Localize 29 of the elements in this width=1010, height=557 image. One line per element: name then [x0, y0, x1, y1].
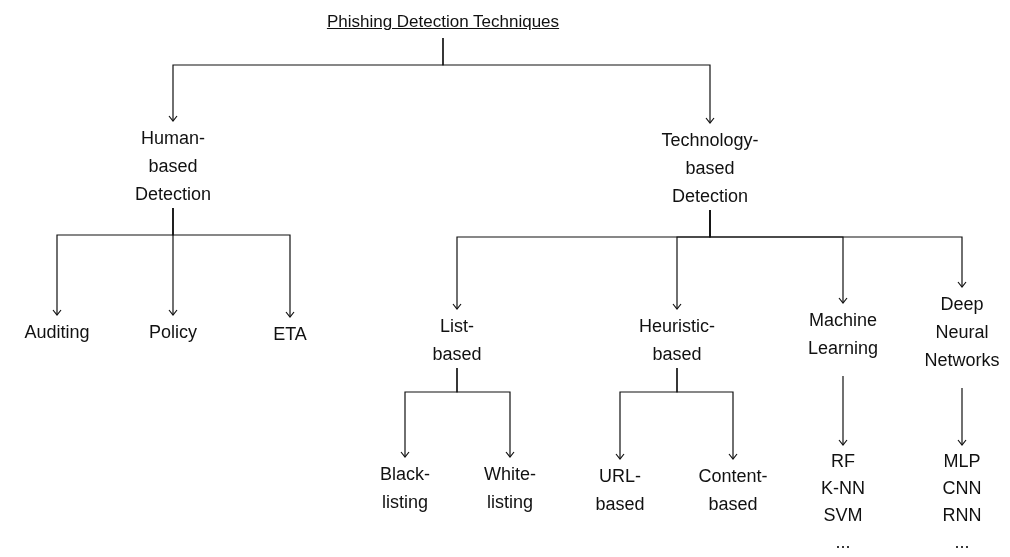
node-label: List-based [431, 315, 483, 366]
arrow [456, 367, 515, 458]
node-label: Policy [148, 321, 198, 344]
arrow [838, 375, 848, 446]
node-label: Machine Learning [806, 309, 880, 360]
node-label: MLP [942, 450, 982, 473]
node-label: Phishing Detection Techniques [325, 11, 561, 33]
node-label: Auditing [23, 321, 91, 344]
node-label: CNN [941, 477, 983, 500]
node-label: URL-based [594, 465, 646, 516]
node-label: Heuristic-based [638, 315, 716, 366]
arrow [676, 367, 738, 460]
arrow [709, 209, 967, 288]
node-label: Technology-based Detection [660, 129, 760, 208]
node-label: Human-based Detection [133, 127, 212, 206]
node-label: White-listing [483, 463, 537, 514]
node-label: ETA [272, 323, 308, 346]
node-label: Deep Neural Networks [923, 293, 1001, 372]
node-label: SVM [822, 504, 864, 527]
arrow [172, 207, 295, 318]
node-label: K-NN [820, 477, 866, 500]
node-label: Black-listing [379, 463, 431, 514]
node-label: ... [834, 531, 852, 554]
node-label: RNN [941, 504, 983, 527]
arrow [442, 37, 715, 124]
node-label: RF [830, 450, 856, 473]
node-label: ... [953, 531, 971, 554]
node-label: Content-based [697, 465, 769, 516]
arrow [957, 387, 967, 446]
